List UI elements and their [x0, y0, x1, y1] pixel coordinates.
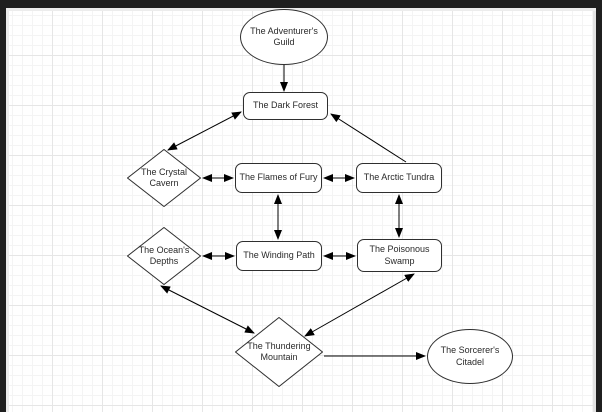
node-label-sorcerers-citadel: The Sorcerer's Citadel: [440, 345, 500, 367]
window-frame-left: [0, 0, 6, 412]
node-label-winding-path: The Winding Path: [243, 250, 315, 261]
connector-ocean-mountain[interactable]: [160, 285, 255, 334]
connector-cavern-forest[interactable]: [167, 111, 242, 151]
node-crystal-cavern[interactable]: The Crystal Cavern: [127, 149, 201, 207]
node-label-thundering-mountain: The Thundering Mountain: [247, 340, 311, 362]
node-label-dark-forest: The Dark Forest: [252, 100, 319, 111]
node-label-poisonous-swamp: The Poisonous Swamp: [369, 244, 430, 266]
window-frame-top: [0, 0, 602, 8]
node-label-arctic-tundra: The Arctic Tundra: [363, 172, 435, 183]
node-poisonous-swamp[interactable]: The Poisonous Swamp: [357, 239, 442, 272]
node-dark-forest[interactable]: The Dark Forest: [243, 92, 328, 120]
window-frame-right: [596, 0, 602, 412]
node-label-oceans-depths: The Ocean's Depths: [138, 244, 190, 266]
connector-swamp-mountain[interactable]: [304, 273, 415, 337]
node-arctic-tundra[interactable]: The Arctic Tundra: [356, 163, 442, 193]
node-sorcerers-citadel[interactable]: The Sorcerer's Citadel: [427, 329, 513, 384]
node-winding-path[interactable]: The Winding Path: [236, 241, 322, 271]
node-label-adventurers-guild: The Adventurer's Guild: [250, 25, 318, 47]
node-label-crystal-cavern: The Crystal Cavern: [140, 166, 187, 188]
node-label-flames-of-fury: The Flames of Fury: [239, 172, 318, 183]
diamond-shape-oceans-depths: [127, 227, 201, 285]
node-oceans-depths[interactable]: The Ocean's Depths: [127, 227, 201, 285]
connector-tundra-to-forest[interactable]: [330, 113, 407, 163]
diamond-shape-crystal-cavern: [127, 149, 201, 207]
edges-layer: [160, 65, 426, 360]
node-thundering-mountain[interactable]: The Thundering Mountain: [235, 317, 323, 387]
node-flames-of-fury[interactable]: The Flames of Fury: [235, 163, 322, 193]
node-adventurers-guild[interactable]: The Adventurer's Guild: [240, 9, 328, 65]
diamond-shape-thundering-mountain: [235, 317, 323, 387]
